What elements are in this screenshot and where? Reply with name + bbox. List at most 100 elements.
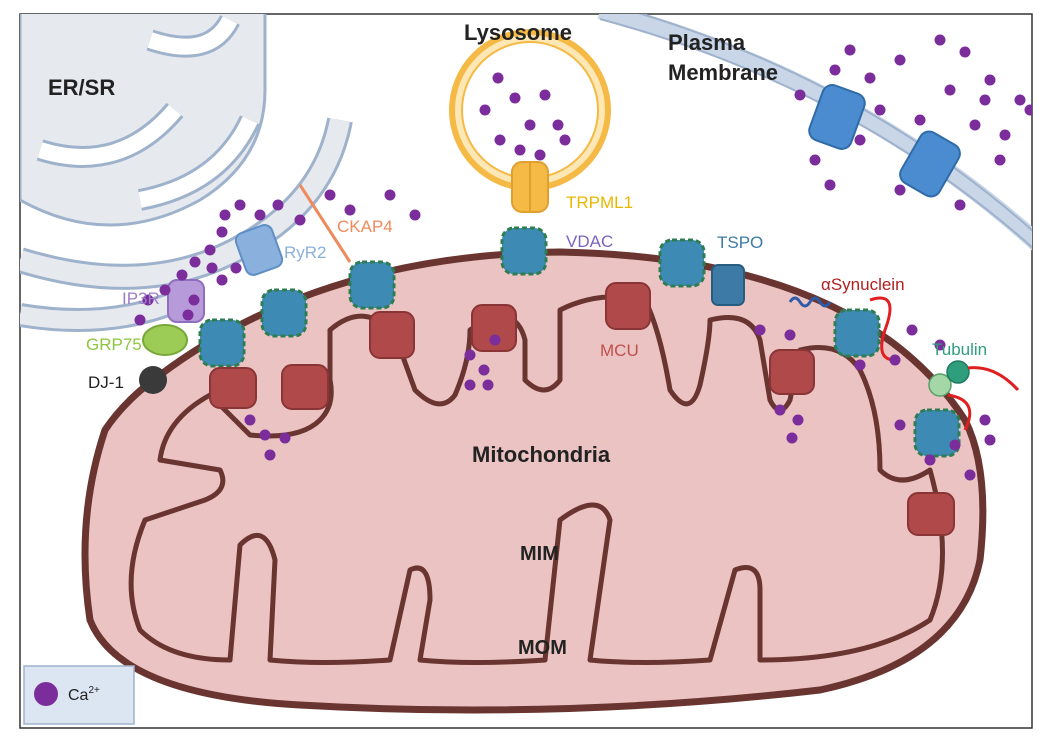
calcium-ion [774,404,786,416]
calcium-ion [964,469,976,481]
calcium-ion [272,199,284,211]
legend-calcium-dot [34,682,58,706]
calcium-ion [552,119,564,131]
calcium-ion [1014,94,1026,106]
asynuclein-helix [788,296,832,308]
calcium-ion [809,154,821,166]
vdac-7 [913,408,961,458]
calcium-ion [176,269,188,281]
label-tspo: TSPO [717,233,763,252]
calcium-ion [794,89,806,101]
calcium-ion [494,134,506,146]
calcium-ion [409,209,421,221]
calcium-ion [482,379,494,391]
calcium-ion [534,149,546,161]
legend-calcium-label: Ca2+ [68,685,100,704]
calcium-ion [559,134,571,146]
calcium-ion [279,432,291,444]
calcium-ion [204,244,216,256]
er-sr [20,14,353,332]
calcium-ion [999,129,1011,141]
mcu-channel-4 [471,304,517,352]
calcium-ion [479,104,491,116]
calcium-ion [478,364,490,376]
calcium-ion [189,256,201,268]
calcium-ion [259,429,271,441]
calcium-ion [969,119,981,131]
calcium-ion [219,209,231,221]
legend: Ca2+ [23,665,135,725]
calcium-ion [464,349,476,361]
mcu-channel-2 [281,364,329,410]
vdac-6 [833,308,881,358]
calcium-ion [244,414,256,426]
calcium-ion [234,199,246,211]
mcu-channel-5 [605,282,651,330]
calcium-ion [824,179,836,191]
label-lysosome: Lysosome [464,20,572,45]
calcium-ion [944,84,956,96]
mcu-channel-7 [907,492,955,536]
calcium-ion [142,294,154,306]
calcium-ion [230,262,242,274]
calcium-ion [182,309,194,321]
calcium-ion [384,189,396,201]
label-plasma-line2: Membrane [668,60,778,85]
grp75-protein [142,324,188,356]
calcium-ion [874,104,886,116]
calcium-ion [959,46,971,58]
calcium-ion [792,414,804,426]
calcium-ion [464,379,476,391]
calcium-ion [324,189,336,201]
asynuclein-tail [869,296,896,362]
vdac-1 [198,318,246,368]
calcium-ion [984,434,996,446]
calcium-ion [784,329,796,341]
calcium-ion [294,214,306,226]
plasma-channel-2 [899,130,961,198]
tubulin-protein [928,360,1020,431]
calcium-ion [514,144,526,156]
calcium-ion [854,359,866,371]
calcium-ion [994,154,1006,166]
calcium-ion [889,354,901,366]
label-dj1: DJ-1 [88,373,124,392]
calcium-ion [188,294,200,306]
calcium-ion [489,334,501,346]
calcium-ion [754,324,766,336]
label-vdac: VDAC [566,232,613,251]
label-er-sr: ER/SR [48,75,115,100]
tspo-protein [711,264,745,306]
calcium-ion [524,119,536,131]
label-ryr2: RyR2 [284,243,327,262]
calcium-ion [264,449,276,461]
label-trpml1: TRPML1 [566,193,633,212]
calcium-ion [924,454,936,466]
label-mim: MIM [520,543,559,565]
dj1-protein [139,366,167,394]
ip3r-channel [167,279,205,323]
calcium-ion [844,44,856,56]
calcium-ion [979,414,991,426]
calcium-ion [509,92,521,104]
calcium-ion [864,72,876,84]
calcium-ion [854,134,866,146]
vdac-2 [260,288,308,338]
ryr2-channel [234,224,284,276]
mcu-channel-1 [209,367,257,409]
calcium-ion [949,439,961,451]
calcium-ion [934,339,946,351]
label-tubulin: Tubulin [932,340,987,359]
calcium-ion [894,54,906,66]
ckap4-strand [298,184,352,263]
calcium-ion [216,274,228,286]
calcium-ion [216,226,228,238]
vdac-5 [658,238,706,288]
label-grp75: GRP75 [86,335,142,354]
calcium-ion [786,432,798,444]
calcium-ion [134,314,146,326]
calcium-ion [254,209,266,221]
trpml1-channel [511,161,549,213]
vdac-3 [348,260,396,310]
